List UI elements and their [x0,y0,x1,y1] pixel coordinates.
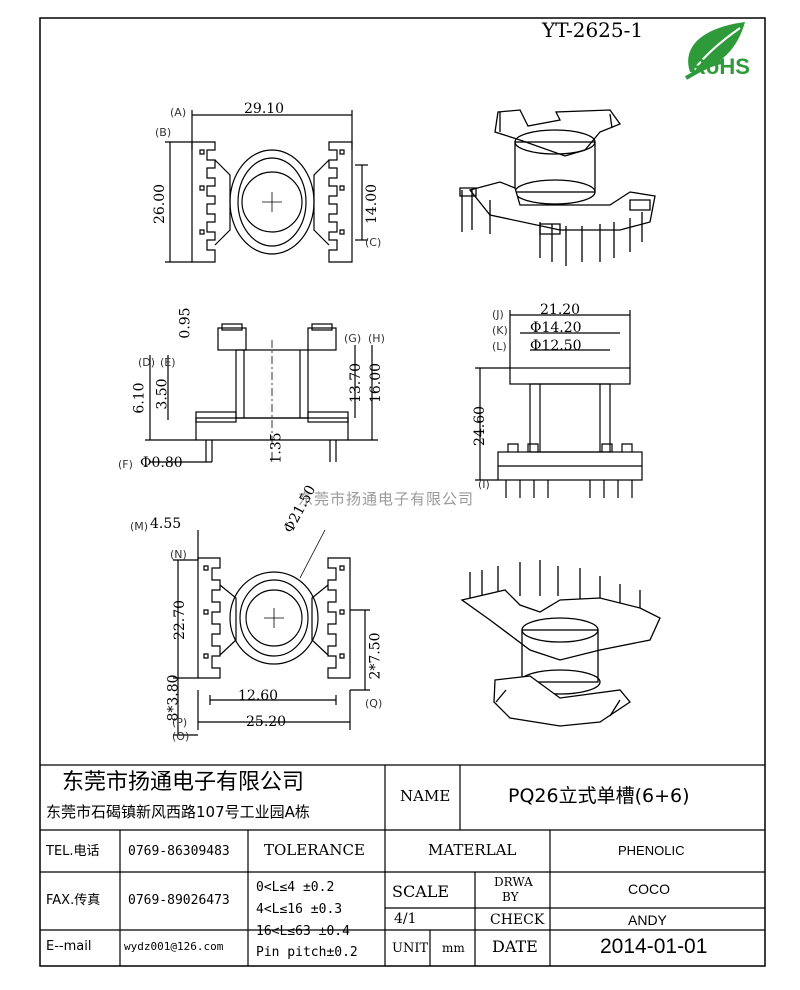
dim-top-inner: 14.00 [364,183,381,225]
front-view [475,310,643,498]
iso-view-bottom [460,560,661,727]
tel-value: 0769-86309483 [128,844,230,859]
ref-m: (M) [130,520,149,533]
tolerance-row-4: Pin pitch±0.2 [256,945,358,960]
dim-side-h1: 13.70 [348,362,365,404]
tolerance-row-3: 16<L≤63 ±0.4 [256,924,350,939]
drwa-label: DRWA [494,875,533,889]
iso-view-top [459,109,656,266]
unit-value: mm [442,941,465,955]
dim-side-pin-dia: Φ0.80 [140,455,183,471]
ref-j: (J) [492,308,504,321]
fax-label: FAX.传真 [46,893,101,908]
drawn-by-value: COCO [628,881,670,897]
dim-bottom-height: 22.70 [172,599,189,641]
watermark: 东莞市扬通电子有限公司 [298,490,475,508]
dim-side-h2: 16.00 [368,362,385,404]
drawing-frame [39,17,766,967]
material-value: PHENOLIC [618,843,685,858]
part-name: PQ26立式单槽(6+6) [508,785,690,807]
dim-bottom-outer-w: 25.20 [246,714,287,730]
company-name: 东莞市扬通电子有限公司 [62,770,305,795]
scale-value: 4/1 [394,911,417,927]
ref-k: (K) [492,324,508,337]
side-view [145,323,378,463]
name-label: NAME [400,787,451,805]
ref-a: (A) [170,106,187,119]
tel-label: TEL.电话 [46,844,100,859]
checked-by-value: ANDY [628,912,667,928]
unit-label: UNIT [392,941,429,956]
email-value: wydz001@126.com [124,940,224,953]
title-block-grid [40,764,765,966]
ref-p: (P) [172,716,188,729]
dim-side-d1: 6.10 [131,382,148,414]
ref-e: (E) [160,356,176,369]
company-address: 东莞市石碣镇新风西路107号工业园A栋 [46,803,310,821]
bottom-view [173,529,370,736]
rohs-logo: RoHS [690,54,750,79]
dim-front-width: 21.20 [540,302,581,318]
ref-l: (L) [492,340,507,353]
ref-o: (O) [172,730,190,743]
by-label: BY [502,890,519,904]
drawing-number: YT-2625-1 [542,18,644,42]
date-label: DATE [492,937,538,956]
rohs-leaf-icon [685,22,745,80]
ref-i: (I) [478,478,490,491]
dim-bottom-pitch: 2*7.50 [367,632,384,680]
ref-d: (D) [138,356,156,369]
tolerance-label: TOLERANCE [264,841,365,859]
ref-q: (Q) [365,697,383,710]
dim-bottom-inner-w: 12.60 [238,688,279,704]
dim-side-flange: 0.95 [177,307,194,339]
dim-front-inner-dia: Φ12.50 [530,338,582,354]
tolerance-row-1: 0<L≤4 ±0.2 [256,880,335,895]
check-label: CHECK [490,912,545,928]
tolerance-row-2: 4<L≤16 ±0.3 [256,902,343,917]
ref-f: (F) [118,458,133,471]
dim-front-outer-dia: Φ14.20 [530,320,582,336]
dim-top-width: 29.10 [244,101,285,117]
ref-n: (N) [170,548,187,561]
dim-top-height: 26.00 [152,183,169,225]
fax-value: 0769-89026473 [128,893,230,908]
ref-h: (H) [368,332,385,345]
email-label: E--mail [46,939,92,954]
dim-front-height: 24.60 [472,405,489,447]
ref-g: (G) [344,332,362,345]
dim-bottom-m: 4.55 [150,516,182,532]
scale-label: SCALE [392,882,450,901]
dim-side-center: 1.35 [268,432,285,464]
ref-b: (B) [155,126,172,139]
top-view [165,110,368,263]
dim-side-d2: 3.50 [154,378,171,410]
dim-bottom-pin-pitch: 8*3.80 [165,674,182,722]
material-label: MATERLAL [428,841,517,859]
ref-c: (C) [365,236,382,249]
date-value: 2014-01-01 [600,935,708,958]
